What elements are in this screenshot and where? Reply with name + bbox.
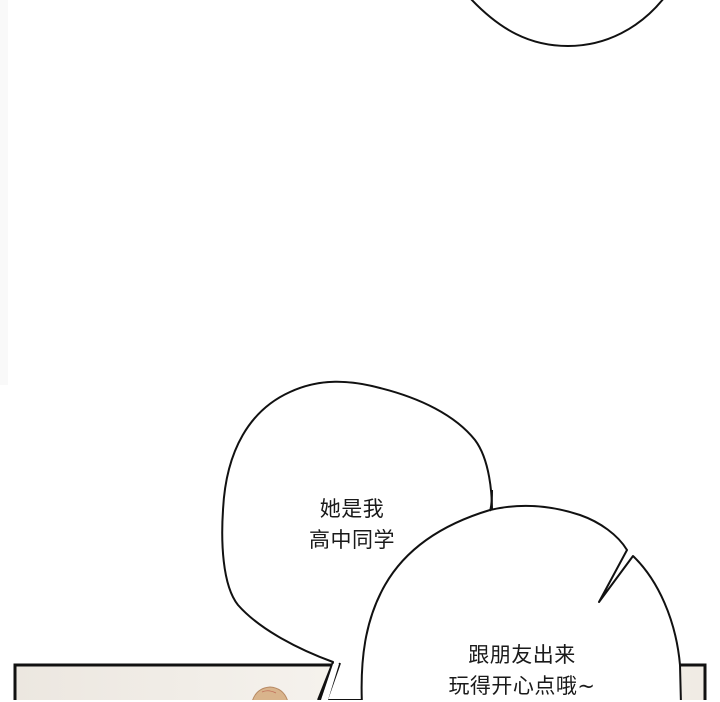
- speech-line: 高中同学: [309, 528, 395, 552]
- speech-line: 跟朋友出来: [468, 643, 576, 667]
- speech-line: 玩得开心点哦~: [448, 674, 596, 698]
- left-margin-strip: [0, 0, 8, 385]
- character-hair: [252, 686, 288, 700]
- speech-line: 她是我: [319, 497, 385, 521]
- speech-bubble-top: [470, 0, 664, 48]
- speech-text-middle: 她是我 高中同学: [292, 494, 412, 556]
- speech-bubble-lower: [360, 504, 682, 700]
- speech-text-lower: 跟朋友出来 玩得开心点哦~: [422, 640, 622, 702]
